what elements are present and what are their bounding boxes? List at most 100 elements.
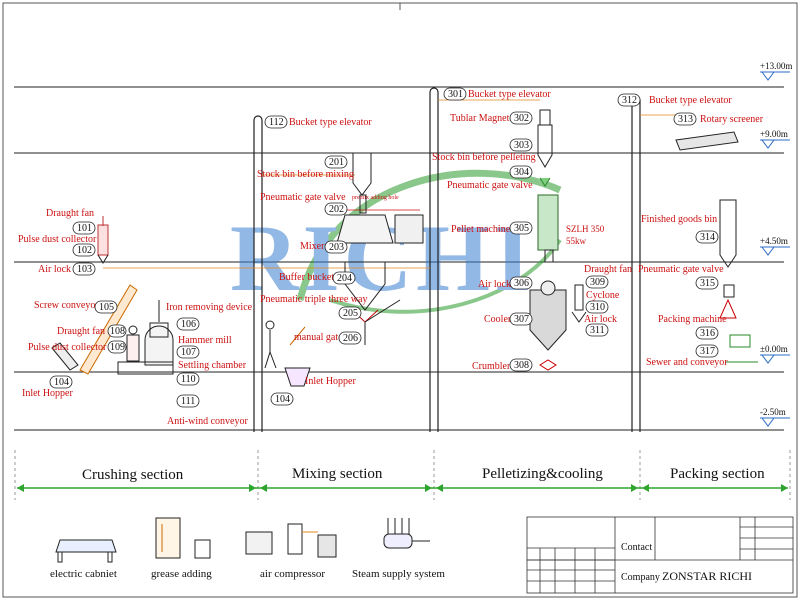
svg-text:312: 312 (622, 95, 637, 106)
svg-text:103: 103 (77, 264, 92, 275)
label-draught-fan: Draught fan (46, 208, 94, 219)
callout-202: 202 (324, 202, 348, 216)
label-settling-chamber: Settling chamber (178, 360, 247, 371)
callout-101: 101 (72, 221, 96, 235)
callout-304: 304 (509, 165, 533, 179)
label-sewer-conveyor: Sewer and conveyor (646, 357, 728, 368)
pelletizing-labels: Bucket type elevator Tublar Magnet Stock… (432, 89, 632, 372)
label-anti-wind-conveyor: Anti-wind conveyor (167, 416, 248, 427)
label-finished-goods-bin: Finished goods bin (641, 214, 717, 225)
label-stock-bin-pelleting: Stock bin before pelleting (432, 152, 536, 163)
callout-102: 102 (72, 243, 96, 257)
label-draught-fan-3: Draught fan (584, 264, 632, 275)
section-mixing: Mixing section (292, 466, 383, 482)
callout-314: 314 (695, 230, 719, 244)
callout-312: 312 (617, 93, 641, 107)
label-bucket-elevator-1: Bucket type elevator (289, 117, 372, 128)
callout-301: 301 (443, 87, 467, 101)
callout-104a: 104 (49, 375, 73, 389)
label-air-lock: Air lock (38, 264, 71, 275)
callout-317: 317 (695, 344, 719, 358)
grease-adding-icon (155, 517, 211, 559)
label-pulse-dust-collector-2: Pulse dust collector (28, 342, 107, 353)
callout-308: 308 (509, 358, 533, 372)
svg-text:201: 201 (329, 157, 344, 168)
callout-315: 315 (695, 276, 719, 290)
label-inlet-hopper-1: Inlet Hopper (22, 388, 73, 399)
label-cyclone: Cyclone (586, 290, 620, 301)
svg-text:203: 203 (329, 242, 344, 253)
mixing-equipment (264, 152, 424, 387)
callout-205: 205 (338, 306, 362, 320)
auxiliary-equipment: electric cabniet grease adding air compr… (50, 517, 445, 580)
callout-307: 307 (509, 312, 533, 326)
label-screw-conveyor: Screw conveyor (34, 300, 99, 311)
svg-text:308: 308 (514, 360, 529, 371)
label-air-lock-2: Air lock (478, 279, 511, 290)
svg-text:316: 316 (700, 328, 715, 339)
aux-grease-adding: grease adding (151, 568, 212, 580)
packing-equipment (675, 131, 758, 363)
svg-text:205: 205 (343, 308, 358, 319)
label-air-lock-3: Air lock (584, 314, 617, 325)
svg-text:204: 204 (337, 273, 352, 284)
label-bucket-elevator-3: Bucket type elevator (649, 95, 732, 106)
callout-112: 112 (264, 115, 288, 129)
callout-111: 111 (176, 394, 200, 408)
pelletizing-equipment (529, 109, 587, 371)
callout-103: 103 (72, 262, 96, 276)
svg-text:314: 314 (700, 232, 715, 243)
section-packing: Packing section (670, 466, 765, 482)
label-manual-gate: manual gate (294, 332, 343, 343)
label-bucket-elevator-2: Bucket type elevator (468, 89, 551, 100)
svg-text:106: 106 (181, 319, 196, 330)
svg-text:313: 313 (678, 114, 693, 125)
svg-text:109: 109 (110, 342, 125, 353)
company-label: Company (621, 572, 660, 583)
svg-text:307: 307 (514, 314, 529, 325)
callout-104b: 104 (270, 392, 294, 406)
svg-text:317: 317 (700, 346, 715, 357)
title-block (526, 516, 794, 594)
callout-110: 110 (176, 372, 200, 386)
svg-text:104: 104 (275, 394, 290, 405)
svg-text:309: 309 (590, 277, 605, 288)
callout-206: 206 (338, 331, 362, 345)
crushing-labels: Draught fan Pulse dust collector Air loc… (18, 208, 253, 427)
label-pellet-model: SZLH 350 (566, 224, 605, 234)
callout-309: 309 (585, 275, 609, 289)
svg-text:105: 105 (99, 302, 114, 313)
section-crushing: Crushing section (82, 467, 184, 483)
label-pneumatic-gate-valve-1: Pneumatic gate valve (260, 192, 346, 203)
svg-text:311: 311 (590, 325, 605, 336)
callout-109: 109 (107, 340, 127, 354)
callout-305: 305 (509, 221, 533, 235)
level-13m: +13.00m (760, 61, 792, 71)
callout-311: 311 (585, 323, 609, 337)
callout-106: 106 (176, 317, 200, 331)
label-pneumatic-gate-valve-2: Pneumatic gate valve (447, 180, 533, 191)
mixing-labels: Bucket type elevator Stock bin before mi… (257, 117, 399, 387)
electric-cabinet-icon (55, 539, 117, 563)
label-packing-machine: Packing machine (658, 314, 727, 325)
level-9m: +9.00m (760, 129, 788, 139)
aux-air-compressor: air compressor (260, 568, 325, 580)
svg-text:101: 101 (77, 223, 92, 234)
svg-text:202: 202 (329, 204, 344, 215)
svg-text:310: 310 (590, 302, 605, 313)
label-draught-fan-2: Draught fan (57, 326, 105, 337)
callout-310: 310 (585, 300, 609, 314)
callout-107: 107 (176, 345, 200, 359)
label-cooler: Cooler (484, 314, 512, 325)
aux-electric-cabinet: electric cabniet (50, 568, 117, 580)
label-buffer-bucket: Buffer bucket (279, 272, 334, 283)
label-pneumatic-triple: Pneumatic triple three way (260, 294, 367, 305)
section-pelletizing: Pelletizing&cooling (482, 466, 603, 482)
callout-108: 108 (107, 324, 127, 338)
level-minus-2-5m: -2.50m (760, 407, 786, 417)
steam-supply-icon (383, 518, 430, 549)
svg-text:102: 102 (77, 245, 92, 256)
callout-203: 203 (324, 240, 348, 254)
